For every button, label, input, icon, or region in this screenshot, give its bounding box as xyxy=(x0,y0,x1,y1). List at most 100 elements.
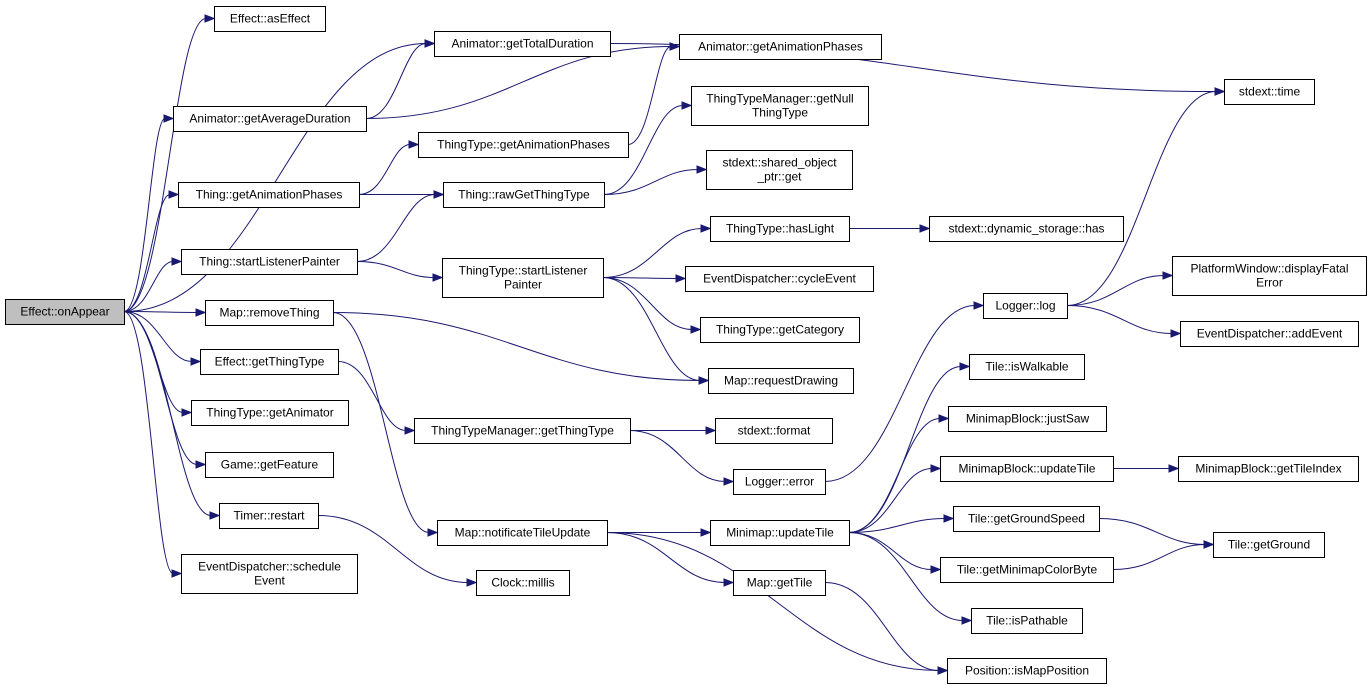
node-thingtype-getcategory[interactable]: ThingType::getCategory xyxy=(700,317,860,343)
node-label: Thing::rawGetThingType xyxy=(458,188,590,202)
node-box xyxy=(969,354,1085,380)
nodes-layer: Effect::onAppear Effect::asEffectAnimator… xyxy=(5,6,1367,684)
node-tile-getgroundspeed[interactable]: Tile::getGroundSpeed xyxy=(953,506,1100,532)
node-logger-error[interactable]: Logger::error xyxy=(733,469,826,495)
node-animator-getaverageduration[interactable]: Animator::getAverageDuration xyxy=(173,106,367,132)
node-minimapblock-justsaw[interactable]: MinimapBlock::justSaw xyxy=(948,406,1107,432)
node-logger-log[interactable]: Logger::log xyxy=(983,293,1068,319)
node-game-getfeature[interactable]: Game::getFeature xyxy=(205,452,334,478)
node-effect-getthingtype[interactable]: Effect::getThingType xyxy=(200,349,339,375)
node-minimapblock-gettileindex[interactable]: MinimapBlock::getTileIndex xyxy=(1178,456,1359,482)
node-box xyxy=(1180,321,1359,347)
edge-animator-getaverageduration-to-animator-getanimationphases xyxy=(365,46,672,119)
node-box xyxy=(200,349,339,375)
node-box xyxy=(476,570,570,596)
edge-effect-onappear-to-animator-getaverageduration xyxy=(123,118,166,312)
node-label: EventDispatcher::schedule xyxy=(198,560,341,574)
node-box xyxy=(191,400,349,426)
node-eventdispatcher-addevent[interactable]: EventDispatcher::addEvent xyxy=(1180,321,1359,347)
edge-arrowhead xyxy=(171,257,183,266)
node-label: ThingType::hasLight xyxy=(726,222,835,236)
node-label: Tile::getGround xyxy=(1228,538,1310,552)
node-minimap-updatetile[interactable]: Minimap::updateTile xyxy=(710,520,850,546)
node-effect-aseffect[interactable]: Effect::asEffect xyxy=(214,6,326,32)
node-label: Tile::getGroundSpeed xyxy=(968,512,1085,526)
edge-thing-rawgetthingtype-to-thingtypemanager-getnullthingtype xyxy=(603,105,684,195)
node-label: ThingTypeManager::getThingType xyxy=(431,424,614,438)
node-label: stdext::format xyxy=(738,424,811,438)
node-box xyxy=(434,31,611,57)
node-map-removething[interactable]: Map::removeThing xyxy=(205,300,334,326)
node-tile-getminimapcolorbyte[interactable]: Tile::getMinimapColorByte xyxy=(940,557,1114,583)
node-tile-iswalkable[interactable]: Tile::isWalkable xyxy=(969,354,1085,380)
edge-tile-getminimapcolorbyte-to-tile-getground xyxy=(1112,544,1206,570)
edge-thingtype-getanimationphases-to-animator-getanimationphases xyxy=(627,46,672,145)
node-map-notificatetileupdate[interactable]: Map::notificateTileUpdate xyxy=(437,520,608,546)
edge-effect-onappear-to-thing-getanimationphases xyxy=(123,194,171,312)
node-box xyxy=(5,299,125,325)
node-box xyxy=(685,266,874,292)
node-thing-rawgetthingtype[interactable]: Thing::rawGetThingType xyxy=(443,182,605,208)
node-label: Timer::restart xyxy=(234,509,306,523)
node-timer-restart[interactable]: Timer::restart xyxy=(219,503,319,529)
edge-arrowhead xyxy=(171,569,183,578)
edges-layer xyxy=(123,14,1226,675)
node-label: Thing::getAnimationPhases xyxy=(196,188,343,202)
node-box xyxy=(1224,79,1315,105)
edge-arrowhead xyxy=(700,224,712,233)
edge-arrowhead xyxy=(163,114,175,123)
node-box xyxy=(437,520,608,546)
edge-arrowhead xyxy=(723,477,735,486)
node-animator-getanimationphases[interactable]: Animator::getAnimationPhases xyxy=(679,34,882,60)
edge-tile-getgroundspeed-to-tile-getground xyxy=(1098,518,1206,545)
edge-arrowhead xyxy=(723,578,735,587)
node-map-gettile[interactable]: Map::getTile xyxy=(733,570,826,596)
node-label: ThingTypeManager::getNull xyxy=(706,92,853,106)
node-box xyxy=(205,452,334,478)
node-box xyxy=(940,557,1114,583)
edge-arrowhead xyxy=(930,464,942,473)
edge-arrowhead xyxy=(675,274,687,283)
node-minimapblock-updatetile[interactable]: MinimapBlock::updateTile xyxy=(940,456,1114,482)
node-thingtypemanager-getthingtype[interactable]: ThingTypeManager::getThingType xyxy=(414,418,631,444)
node-map-requestdrawing[interactable]: Map::requestDrawing xyxy=(708,368,854,394)
node-label: Game::getFeature xyxy=(221,458,319,472)
node-box xyxy=(219,503,319,529)
node-label: ThingType xyxy=(752,106,808,120)
node-clock-millis[interactable]: Clock::millis xyxy=(476,570,570,596)
node-stdext-time[interactable]: stdext::time xyxy=(1224,79,1315,105)
node-stdext-format[interactable]: stdext::format xyxy=(715,418,833,444)
edge-arrowhead xyxy=(209,511,221,520)
node-thing-startlistenerpainter[interactable]: Thing::startListenerPainter xyxy=(181,249,358,275)
edge-arrowhead xyxy=(959,362,971,371)
node-thing-getanimationphases[interactable]: Thing::getAnimationPhases xyxy=(178,182,360,208)
edge-arrowhead xyxy=(204,14,216,23)
node-stdext-shared-object-ptr-get[interactable]: stdext::shared_object_ptr::get xyxy=(706,150,853,190)
node-eventdispatcher-cycleevent[interactable]: EventDispatcher::cycleEvent xyxy=(685,266,874,292)
node-box xyxy=(706,150,853,190)
node-label: Map::removeThing xyxy=(219,306,319,320)
node-effect-onappear[interactable]: Effect::onAppear xyxy=(5,299,125,325)
edge-minimap-updatetile-to-minimapblock-justsaw xyxy=(848,418,941,533)
edge-map-removething-to-map-notificatetileupdate xyxy=(332,312,430,533)
edge-arrowhead xyxy=(424,39,436,48)
node-stdext-dynamic-storage-has[interactable]: stdext::dynamic_storage::has xyxy=(929,216,1124,242)
edge-effect-onappear-to-animator-gettotalduration xyxy=(123,43,427,312)
node-label: Error xyxy=(1256,276,1283,290)
node-tile-ispathable[interactable]: Tile::isPathable xyxy=(971,608,1083,634)
node-position-ismapposition[interactable]: Position::isMapPosition xyxy=(947,658,1107,684)
node-tile-getground[interactable]: Tile::getGround xyxy=(1213,532,1325,558)
node-box xyxy=(700,317,860,343)
node-animator-gettotalduration[interactable]: Animator::getTotalDuration xyxy=(434,31,611,57)
node-thingtype-haslight[interactable]: ThingType::hasLight xyxy=(710,216,850,242)
node-thingtype-getanimationphases[interactable]: ThingType::getAnimationPhases xyxy=(418,132,629,158)
node-thingtype-startlistenerpainter[interactable]: ThingType::startListenerPainter xyxy=(442,258,604,298)
node-box xyxy=(715,418,833,444)
node-thingtype-getanimator[interactable]: ThingType::getAnimator xyxy=(191,400,349,426)
node-box xyxy=(691,86,869,126)
node-box xyxy=(947,658,1107,684)
node-label: stdext::time xyxy=(1239,85,1301,99)
